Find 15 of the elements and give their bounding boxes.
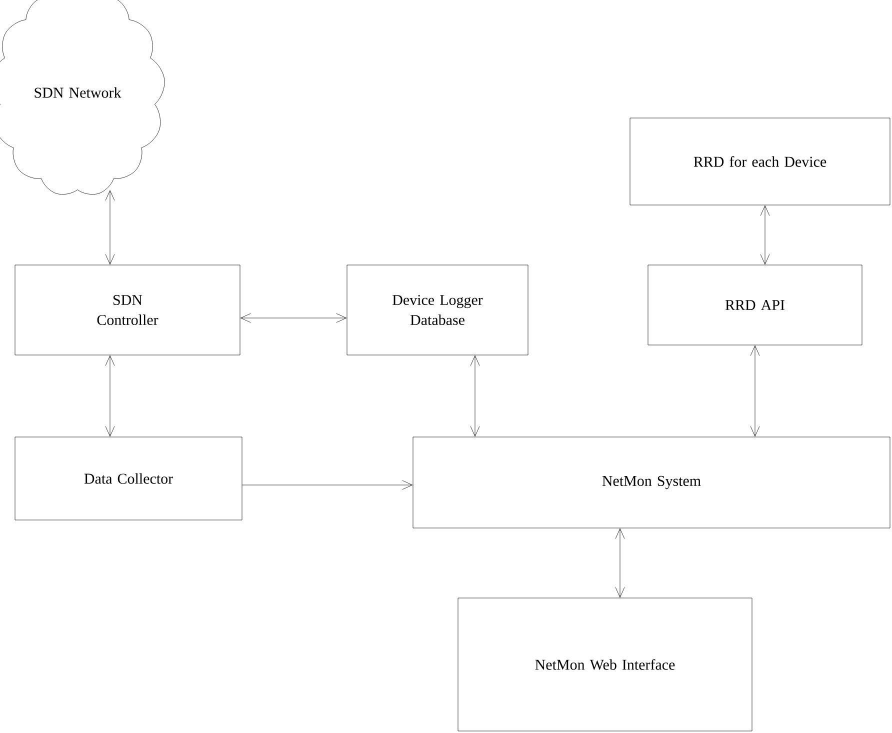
arrow bbox=[470, 355, 480, 436]
process-box: NetMon System bbox=[412, 436, 890, 528]
arrow bbox=[105, 355, 115, 436]
arrow bbox=[760, 205, 770, 264]
process-box: Data Collector bbox=[14, 436, 242, 520]
process-box: Device Logger Database bbox=[346, 264, 528, 356]
arrow bbox=[105, 190, 115, 264]
process-box: NetMon Web Interface bbox=[458, 598, 752, 732]
arrow bbox=[615, 528, 625, 598]
process-box: SDN Controller bbox=[14, 264, 240, 356]
arrow bbox=[750, 345, 760, 436]
process-box: RRD for each Device bbox=[630, 118, 890, 206]
arrow bbox=[242, 480, 413, 490]
arrow bbox=[240, 313, 347, 323]
process-box: RRD API bbox=[648, 264, 862, 346]
